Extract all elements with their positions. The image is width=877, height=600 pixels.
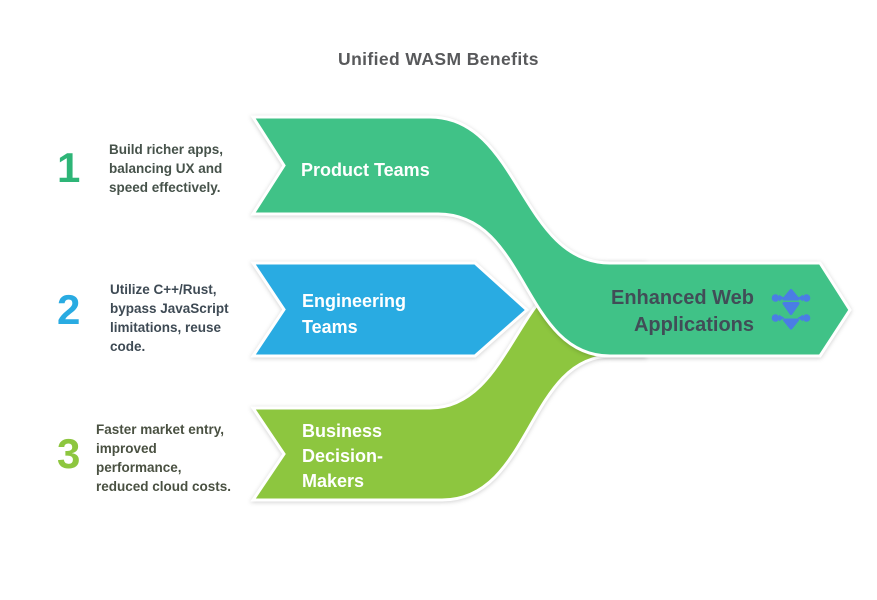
description-line: speed effectively. bbox=[109, 180, 221, 195]
description-line: Faster market entry, bbox=[96, 422, 225, 437]
description-line: improved bbox=[96, 441, 157, 456]
step-number-2: 2 bbox=[57, 286, 81, 333]
description-line: balancing UX and bbox=[109, 161, 223, 176]
product-teams-label: Product Teams bbox=[301, 158, 430, 182]
arrow-label-line: Makers bbox=[302, 471, 365, 491]
description-line: reduced cloud costs. bbox=[96, 479, 232, 494]
engineering-teams-band bbox=[250, 261, 530, 358]
description-line: Utilize C++/Rust, bbox=[110, 282, 217, 297]
arrow-label-line: Decision- bbox=[302, 446, 384, 466]
step-number-1: 1 bbox=[57, 144, 81, 191]
step-description-1: Build richer apps, balancing UX and spee… bbox=[109, 140, 223, 197]
step-number-3: 3 bbox=[57, 430, 81, 477]
network-converge-icon bbox=[771, 289, 811, 330]
product-teams-merged-arrow-band bbox=[250, 115, 852, 358]
arrow-label-line: Engineering bbox=[302, 291, 407, 311]
step-description-2: Utilize C++/Rust, bypass JavaScript limi… bbox=[110, 280, 229, 356]
arrow-label-line: Product Teams bbox=[301, 160, 430, 180]
arrow-label-line: Teams bbox=[302, 317, 358, 337]
description-line: performance, bbox=[96, 460, 182, 475]
description-line: limitations, reuse bbox=[110, 320, 222, 335]
description-line: bypass JavaScript bbox=[110, 301, 229, 316]
step-description-3: Faster market entry, improved performanc… bbox=[96, 420, 231, 496]
business-decision-makers-label: Business Decision- Makers bbox=[302, 419, 383, 494]
engineering-teams-label: Engineering Teams bbox=[302, 288, 406, 340]
arrow-label-line: Business bbox=[302, 421, 383, 441]
result-line: Applications bbox=[633, 314, 754, 336]
description-line: Build richer apps, bbox=[109, 142, 224, 157]
page-title: Unified WASM Benefits bbox=[338, 49, 539, 69]
result-line: Enhanced Web bbox=[611, 287, 754, 309]
description-line: code. bbox=[110, 339, 146, 354]
enhanced-web-applications-label: Enhanced Web Applications bbox=[558, 285, 754, 339]
